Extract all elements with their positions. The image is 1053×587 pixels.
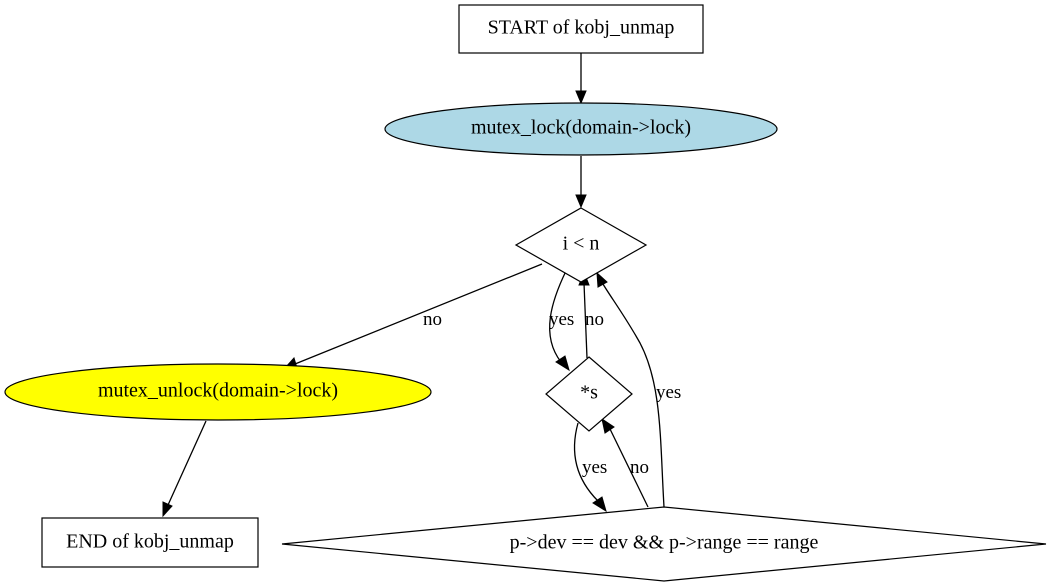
match-condition-label: p->dev == dev && p->range == range [510,532,819,554]
edge-s-yes-to-match: yes [573,422,607,513]
match-condition-node: p->dev == dev && p->range == range [281,506,1047,582]
edge-match-no-to-s: no [601,417,649,508]
start-node-label: START of kobj_unmap [488,17,675,39]
lock-node-label: mutex_lock(domain->lock) [471,117,691,139]
end-node-label: END of kobj_unmap [66,531,234,553]
edge-label-match-no: no [630,457,649,478]
edge-start-to-lock [575,53,587,105]
edge-loop-cond-no-to-unlock: no [283,263,543,369]
edge-label-s-yes: yes [582,457,607,478]
loop-condition-label: i < n [563,233,600,255]
edge-label-s-no: no [585,309,604,330]
edge-unlock-to-end [162,420,207,518]
start-node: START of kobj_unmap [458,4,704,54]
unlock-node: mutex_unlock(domain->lock) [4,363,432,421]
end-node: END of kobj_unmap [41,517,259,568]
lock-node: mutex_lock(domain->lock) [384,102,778,156]
edge-lock-to-loop-cond [575,156,587,209]
s-condition-label: *s [580,382,598,404]
s-condition-node: *s [545,356,633,432]
edge-match-yes-to-loop-cond: yes [596,271,681,508]
edge-loop-cond-yes-to-s: yes [549,270,574,372]
loop-condition-node: i < n [514,207,648,283]
edge-label-match-yes: yes [656,382,681,403]
unlock-node-label: mutex_unlock(domain->lock) [98,380,338,402]
edge-label-loop-yes: yes [549,309,574,330]
edge-label-loop-no: no [423,309,442,330]
